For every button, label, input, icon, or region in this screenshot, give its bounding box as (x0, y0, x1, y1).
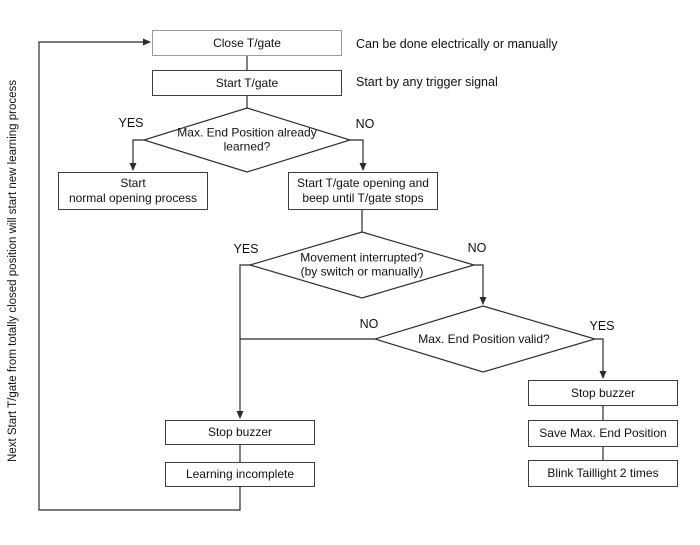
node-start-opening-beep: Start T/gate opening and beep until T/ga… (288, 172, 438, 210)
node-start-normal-opening: Start normal opening process (58, 172, 208, 210)
label-valid-no: NO (359, 317, 379, 331)
node-blink-taillight: Blink Taillight 2 times (528, 460, 678, 487)
label-interrupted-yes: YES (233, 242, 259, 256)
edge-learned-no (350, 139, 367, 171)
decision-valid-text: Max. End Position valid? (418, 331, 550, 346)
node-learning-incomplete: Learning incomplete (165, 462, 315, 487)
node-save-max-end-position: Save Max. End Position (528, 420, 678, 447)
label-interrupted-no: NO (467, 241, 487, 255)
node-close-tgate: Close T/gate (152, 30, 342, 56)
node-stop-buzzer-left: Stop buzzer (165, 420, 315, 445)
decision-learned-text: Max. End Position already learned? (177, 125, 317, 154)
edge-valid-yes (595, 338, 607, 379)
node-stop-buzzer-right: Stop buzzer (528, 380, 678, 406)
edge-learned-yes (129, 139, 144, 171)
annotation-close-tgate: Can be done electrically or manually (356, 37, 558, 51)
edge-interrupted-no (474, 264, 487, 305)
decision-interrupted-text: Movement interrupted? (by switch or manu… (300, 250, 424, 279)
node-start-tgate: Start T/gate (152, 70, 342, 96)
decision-diamond-valid (372, 305, 598, 373)
label-learned-no: NO (355, 117, 375, 131)
label-learned-yes: YES (118, 116, 144, 130)
edge-loop-back (38, 38, 241, 511)
side-note-vertical: Next Start T/gate from totally closed po… (7, 79, 19, 463)
edge-interrupted-yes (236, 264, 250, 419)
decision-diamond-learned (141, 107, 353, 173)
label-valid-yes: YES (589, 319, 615, 333)
decision-diamond-interrupted (247, 231, 477, 299)
annotation-start-tgate: Start by any trigger signal (356, 75, 498, 89)
